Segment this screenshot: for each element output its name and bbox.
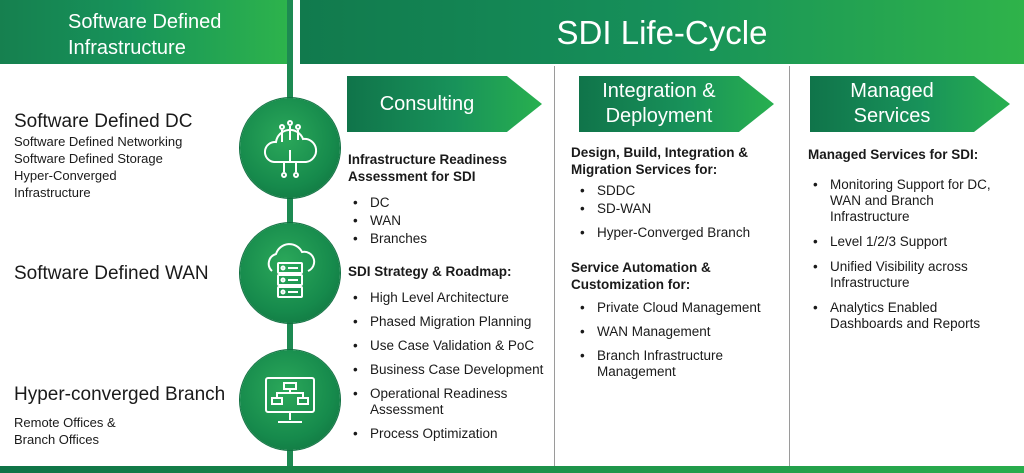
managed-label: Managed Services [850, 80, 934, 127]
list-item-text: Management [597, 364, 676, 379]
branch-item: Remote Offices & [14, 415, 116, 430]
list-item: Operational Readiness [348, 386, 543, 402]
integration-arrow: Integration & Deployment [579, 76, 774, 132]
branch-title: Hyper-converged Branch [14, 384, 226, 405]
branch-group: Hyper-converged Branch Remote Offices & … [14, 383, 225, 448]
list-item: Monitoring Support for DC, [808, 177, 991, 193]
heading-line: Customization for: [571, 277, 691, 292]
integration-label: Integration & Deployment [579, 76, 739, 132]
integration-label-line1: Integration & [602, 80, 716, 102]
list-item-continuation: Infrastructure [808, 209, 991, 225]
list-item-continuation: Infrastructure [808, 275, 991, 291]
list-item: Branches [348, 230, 427, 248]
consulting-label: Consulting [379, 92, 475, 115]
heading-line: Assessment for SDI [348, 169, 476, 184]
bottom-bar [0, 466, 1024, 473]
monitor-flowchart-icon [240, 350, 340, 450]
list-item: SDDC [575, 183, 750, 199]
consulting-section2-heading: SDI Strategy & Roadmap: [348, 264, 512, 279]
header-left: Software Defined Infrastructure [0, 0, 287, 64]
integration-section2-heading: Service Automation & Customization for: [571, 259, 711, 293]
consulting-arrow: Consulting [347, 76, 542, 132]
list-item: WAN Management [575, 324, 761, 340]
list-item-text: Infrastructure [830, 209, 910, 224]
consulting-section1-list: DC WAN Branches [348, 194, 427, 248]
sd-dc-title: Software Defined DC [14, 111, 193, 132]
list-item-continuation: Assessment [348, 402, 543, 418]
heading-line: Design, Build, Integration & [571, 145, 749, 160]
cloud-network-icon [240, 98, 340, 198]
list-item: High Level Architecture [348, 290, 543, 306]
list-item: Use Case Validation & PoC [348, 338, 543, 354]
managed-section1-heading: Managed Services for SDI: [808, 147, 979, 162]
header-right: SDI Life-Cycle [300, 0, 1024, 64]
list-item-text: Dashboards and Reports [830, 316, 981, 331]
sd-dc-item: Software Defined Networking [14, 134, 183, 149]
list-item: Level 1/2/3 Support [808, 234, 991, 250]
sd-dc-item: Hyper-Converged [14, 168, 117, 183]
managed-arrow: Managed Services [810, 76, 1010, 132]
managed-section1-list: Monitoring Support for DC, WAN and Branc… [808, 177, 991, 332]
cloud-server-icon [240, 223, 340, 323]
sd-wan-title: Software Defined WAN [14, 263, 209, 284]
consulting-section1-heading: Infrastructure Readiness Assessment for … [348, 151, 507, 185]
column-divider [789, 66, 790, 466]
list-item-text: Infrastructure [830, 275, 910, 290]
list-item: Branch Infrastructure [575, 348, 761, 364]
list-item: Phased Migration Planning [348, 314, 543, 330]
heading-line: Infrastructure Readiness [348, 152, 508, 167]
list-item: DC [348, 194, 427, 212]
heading-line: Service Automation & [571, 260, 711, 275]
list-item-continuation: WAN and Branch [808, 193, 991, 209]
sd-dc-item: Software Defined Storage [14, 151, 163, 166]
list-item-continuation: Dashboards and Reports [808, 316, 991, 332]
list-item: Private Cloud Management [575, 300, 761, 316]
integration-section2-list: Private Cloud Management WAN Management … [575, 300, 761, 380]
integration-section1-list: SDDC SD-WAN Hyper-Converged Branch [575, 183, 750, 241]
branch-item: Branch Offices [14, 432, 100, 447]
header-left-line1: Software Defined [68, 11, 222, 33]
list-item: SD-WAN [575, 201, 750, 217]
list-item: Process Optimization [348, 426, 543, 442]
column-divider [554, 66, 555, 466]
list-item: Hyper-Converged Branch [575, 225, 750, 241]
consulting-section2-list: High Level Architecture Phased Migration… [348, 290, 543, 442]
list-item: Business Case Development [348, 362, 543, 378]
list-item-continuation: Management [575, 364, 761, 380]
heading-line: Migration Services for: [571, 162, 718, 177]
integration-section1-heading: Design, Build, Integration & Migration S… [571, 144, 748, 178]
list-item: WAN [348, 212, 427, 230]
list-item-text: Assessment [370, 402, 444, 417]
list-item-text: WAN and Branch [830, 193, 934, 208]
header-left-line2: Infrastructure [68, 37, 186, 59]
integration-label-line2: Deployment [605, 105, 713, 127]
list-item: Analytics Enabled [808, 300, 991, 316]
list-item: Unified Visibility across [808, 259, 991, 275]
sd-dc-item: Infrastructure [14, 185, 91, 200]
page-title: SDI Life-Cycle [556, 14, 768, 51]
sd-dc-group: Software Defined DC Software Defined Net… [14, 110, 192, 201]
